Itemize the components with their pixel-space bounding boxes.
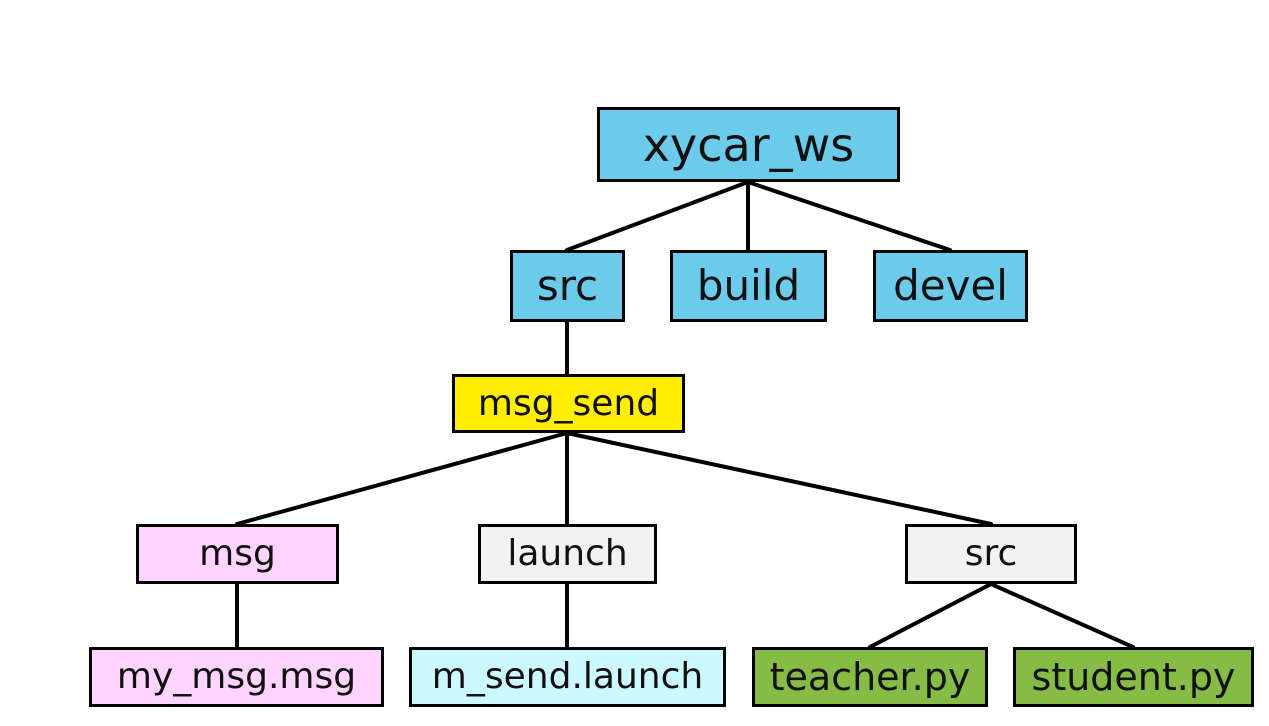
node-msg: msg: [136, 524, 339, 584]
node-teacher-py-file: teacher.py: [752, 647, 988, 707]
edge-xycar-ws-devel: [746, 180, 952, 252]
node-src: src: [510, 250, 625, 322]
edge-msg-send-src: [565, 431, 993, 526]
node-xycar-ws: xycar_ws: [597, 107, 900, 182]
node-devel: devel: [873, 250, 1028, 322]
edge-src-student: [989, 582, 1135, 649]
edge-src-teacher: [868, 582, 993, 649]
node-my-msg-file: my_msg.msg: [89, 647, 384, 707]
node-msg-send: msg_send: [452, 374, 685, 433]
node-m-send-launch-file: m_send.launch: [409, 647, 726, 707]
node-package-src: src: [905, 524, 1077, 584]
edge-msg-send-msg: [235, 431, 569, 526]
edge-xycar-ws-src: [565, 180, 750, 252]
node-build: build: [670, 250, 827, 322]
node-launch: launch: [478, 524, 657, 584]
node-student-py-file: student.py: [1013, 647, 1254, 707]
